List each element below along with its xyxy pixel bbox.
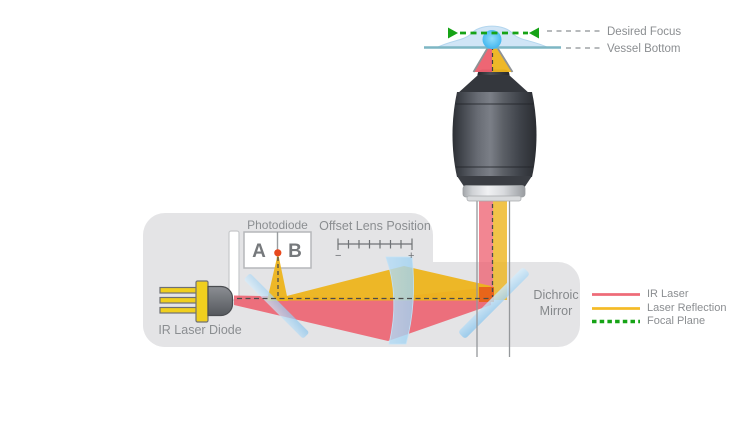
- reflection-beam-horizontal: [277, 266, 491, 301]
- focal-plane-arrow-left: [448, 27, 458, 39]
- offset-lens: [385, 256, 414, 345]
- legend-label-focal-plane: Focal Plane: [647, 315, 706, 327]
- vessel-bottom-label: Vessel Bottom: [607, 42, 681, 55]
- beam-guide-lines: [476, 189, 511, 357]
- dichroic-mirror-label-line1: Dichroic: [533, 288, 579, 302]
- offset-scale-plus: +: [408, 250, 415, 262]
- objective-front-lip: [466, 195, 522, 202]
- objective-nose-taper: [457, 176, 532, 188]
- offset-lens-position-label: Offset Lens Position: [319, 219, 431, 233]
- reflection-beam-to-photodiode: [267, 253, 288, 301]
- laser-diode-can: [207, 285, 234, 317]
- beamsplitter-glass: [244, 274, 309, 338]
- label-leaders: [547, 30, 600, 49]
- focal-plane-arrow-right: [529, 27, 539, 39]
- photodiode-laser-spot: [274, 249, 282, 257]
- ir-laser-diode: [159, 280, 234, 323]
- objective-lens: [452, 69, 537, 202]
- photodiode-beamsplitter: [244, 274, 309, 338]
- laser-diode-flange: [195, 280, 209, 323]
- objective-barrel: [452, 92, 537, 177]
- legend-label-ir-laser: IR Laser: [647, 288, 689, 300]
- photodiode-label: Photodiode: [247, 218, 308, 232]
- objective-metal-ring: [462, 185, 526, 198]
- focal-plane-indicator: [448, 27, 539, 39]
- dichroic-mirror-label: Dichroic Mirror: [514, 287, 598, 320]
- reflection-beam-vertical: [493, 188, 507, 300]
- photodiode-segment-b: B: [288, 241, 302, 262]
- offset-lens-scale: [337, 238, 413, 250]
- aperture-window: [228, 230, 240, 301]
- focus-spot: [482, 30, 502, 49]
- laser-diode-pin: [159, 286, 199, 294]
- offset-scale-minus: −: [335, 250, 342, 262]
- photodiode-segment-a: A: [252, 241, 266, 262]
- ir-beam-vertical: [479, 188, 493, 300]
- laser-diode-pin: [159, 296, 199, 304]
- desired-focus-label: Desired Focus: [607, 25, 682, 38]
- legend-swatches: [592, 293, 640, 324]
- beam-overlap-region: [479, 287, 494, 302]
- objective-shoulder: [457, 75, 530, 94]
- optical-axis: [237, 190, 494, 300]
- legend-label-laser-reflection: Laser Reflection: [647, 302, 727, 314]
- laser-reflection-beam: [267, 188, 507, 301]
- laser-diode-pin: [159, 306, 199, 314]
- dichroic-mirror-label-line2: Mirror: [539, 304, 573, 319]
- ir-laser-diode-label: IR Laser Diode: [158, 323, 242, 337]
